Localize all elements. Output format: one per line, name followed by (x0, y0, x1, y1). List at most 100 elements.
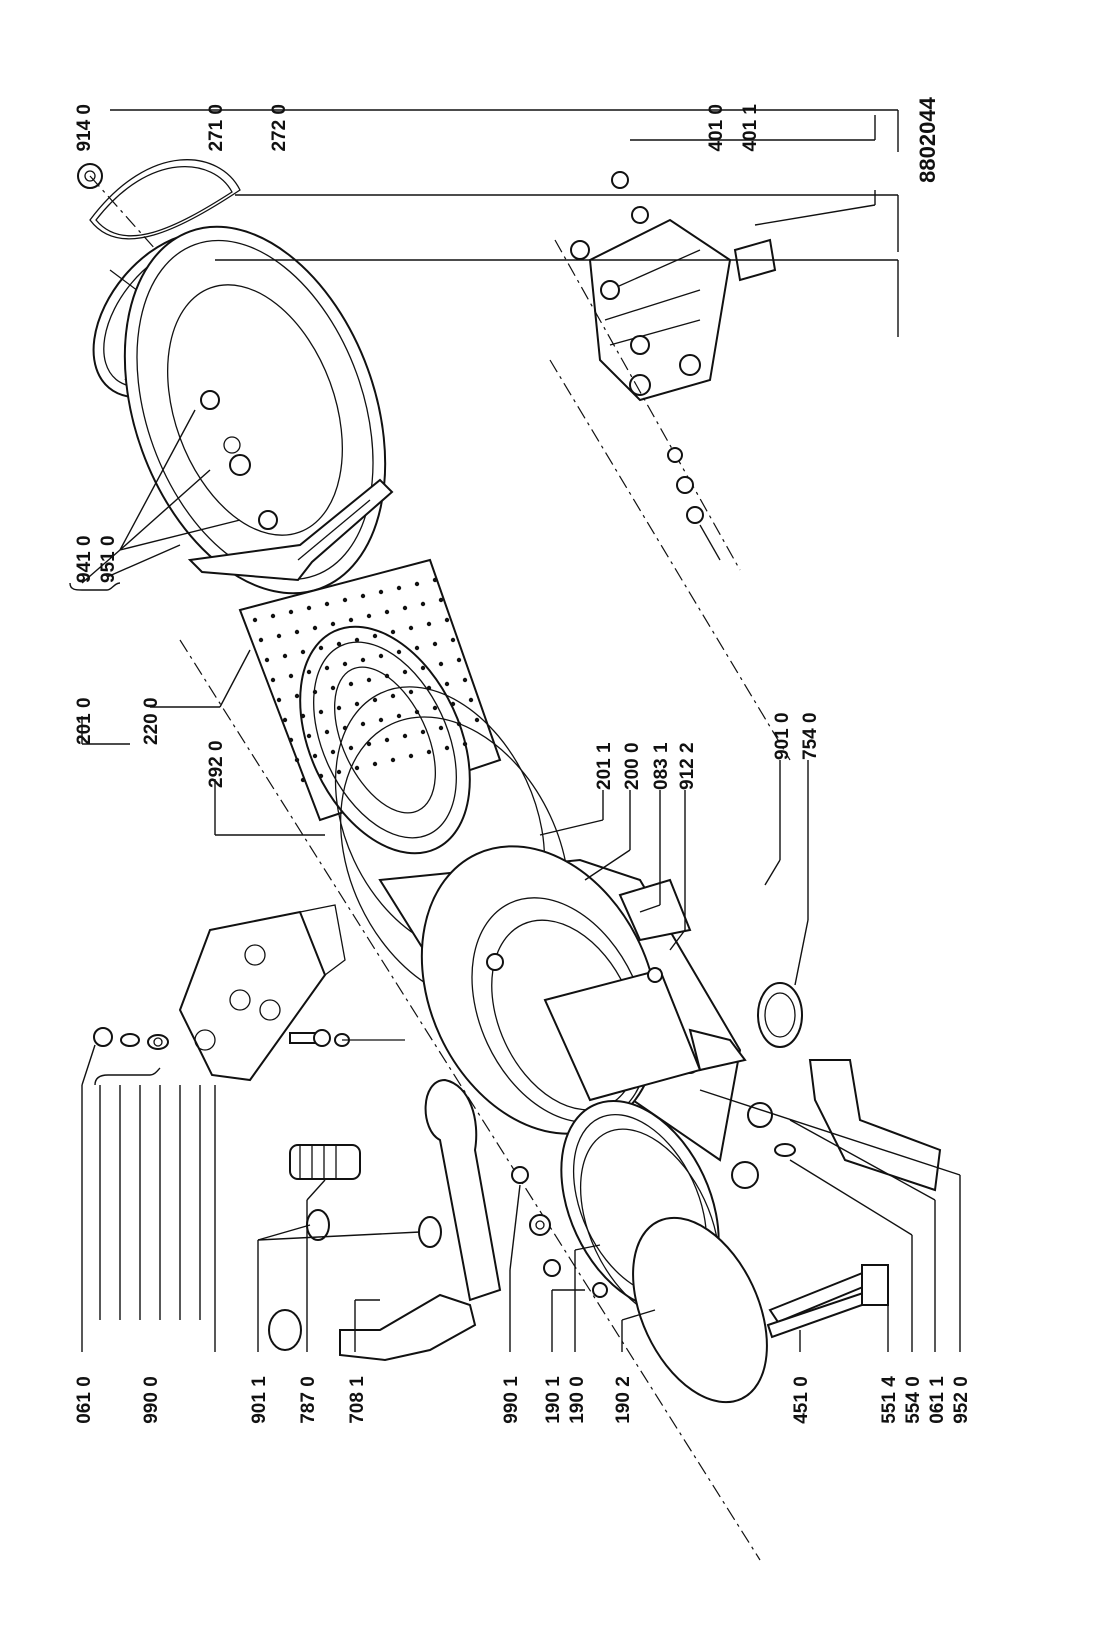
perforation-dot (402, 733, 408, 739)
perforation-dot (450, 637, 456, 643)
perforation-dot (336, 705, 342, 711)
perforation-dot (330, 685, 336, 691)
counterweight-fixings (93, 1027, 405, 1050)
drum-perforations (252, 577, 480, 783)
perforation-dot (444, 617, 450, 623)
perforation-dot (348, 681, 354, 687)
perforation-dot (390, 629, 396, 635)
perforation-dot (408, 689, 414, 695)
perforation-dot (450, 701, 456, 707)
perforation-dot (324, 601, 330, 607)
perforation-dot (252, 617, 258, 623)
leader-lines (81, 109, 961, 1352)
perforation-dot (360, 657, 366, 663)
perforation-dot (420, 729, 426, 735)
perforation-dot (420, 665, 426, 671)
perforation-dot (288, 737, 294, 743)
perforation-dot (408, 625, 414, 631)
part-labels: 201 0 220 0 292 0 201 1 200 0 083 1 912 … (74, 96, 972, 1423)
label-901-0: 901 0 (772, 712, 793, 760)
drum-spider (187, 478, 394, 582)
label-952-0: 952 0 (951, 1376, 972, 1424)
perforation-dot (324, 729, 330, 735)
perforation-dot (384, 673, 390, 679)
perforation-dot (276, 633, 282, 639)
perforation-dot (348, 617, 354, 623)
label-083-1: 083 1 (651, 742, 672, 790)
perforation-dot (402, 605, 408, 611)
front-fixings (511, 967, 796, 1298)
perforation-dot (390, 757, 396, 763)
label-401-1: 401 1 (740, 104, 761, 152)
perforation-dot (420, 601, 426, 607)
perforation-dot (432, 641, 438, 647)
perforation-dot (318, 709, 324, 715)
perforation-dot (300, 777, 306, 783)
perforation-dot (366, 741, 372, 747)
perforation-dot (306, 733, 312, 739)
perforation-dot (396, 649, 402, 655)
perforation-dot (312, 753, 318, 759)
label-190-0: 190 0 (567, 1376, 588, 1424)
perforation-dot (396, 585, 402, 591)
label-951-0: 951 0 (98, 535, 119, 583)
perforation-dot (342, 597, 348, 603)
perforation-dot (270, 677, 276, 683)
perforation-dot (330, 621, 336, 627)
perforation-dot (288, 609, 294, 615)
perforation-dot (294, 629, 300, 635)
label-220-0: 220 0 (141, 697, 162, 745)
parts-drawing (69, 109, 961, 1561)
label-451-0: 451 0 (791, 1376, 812, 1424)
perforation-dot (438, 661, 444, 667)
label-914-0: 914 0 (74, 104, 95, 152)
label-201-0: 201 0 (74, 697, 95, 745)
perforation-dot (270, 613, 276, 619)
perforation-dot (354, 701, 360, 707)
perforation-dot (282, 653, 288, 659)
perforation-dot (414, 581, 420, 587)
perforation-dot (372, 697, 378, 703)
perforation-dot (372, 633, 378, 639)
document-id: 8802044 (915, 96, 940, 182)
perforation-dot (432, 577, 438, 583)
perforation-dot (366, 613, 372, 619)
perforation-dot (438, 725, 444, 731)
perforation-dot (408, 753, 414, 759)
perforation-dot (456, 657, 462, 663)
perforation-dot (432, 705, 438, 711)
perforation-dot (372, 761, 378, 767)
label-551-4: 551 4 (879, 1376, 900, 1424)
label-401-0: 401 0 (706, 104, 727, 152)
perforation-dot (282, 717, 288, 723)
perforation-dot (300, 649, 306, 655)
perforation-dot (288, 673, 294, 679)
motor (570, 171, 732, 402)
perforation-dot (366, 677, 372, 683)
perforation-dot (378, 589, 384, 595)
perforation-dot (384, 737, 390, 743)
perforation-dot (474, 717, 480, 723)
perforation-dot (444, 745, 450, 751)
perforation-dot (336, 641, 342, 647)
perforation-dot (324, 665, 330, 671)
perforation-dot (294, 693, 300, 699)
label-190-1: 190 1 (543, 1376, 564, 1424)
label-754-0: 754 0 (800, 712, 821, 760)
perforation-dot (390, 693, 396, 699)
drain-sump (268, 1078, 502, 1362)
perforation-dot (396, 713, 402, 719)
heating-element (766, 1264, 889, 1339)
perforation-dot (426, 621, 432, 627)
label-912-2: 912 2 (677, 742, 698, 790)
label-200-0: 200 0 (622, 742, 643, 790)
perforation-dot (438, 597, 444, 603)
label-292-0: 292 0 (206, 740, 227, 788)
label-190-2: 190 2 (613, 1376, 634, 1424)
label-061-1: 061 1 (927, 1376, 948, 1424)
perforation-dot (468, 697, 474, 703)
perforation-dot (444, 681, 450, 687)
rear-tub-cover (123, 225, 387, 595)
perforation-dot (330, 749, 336, 755)
